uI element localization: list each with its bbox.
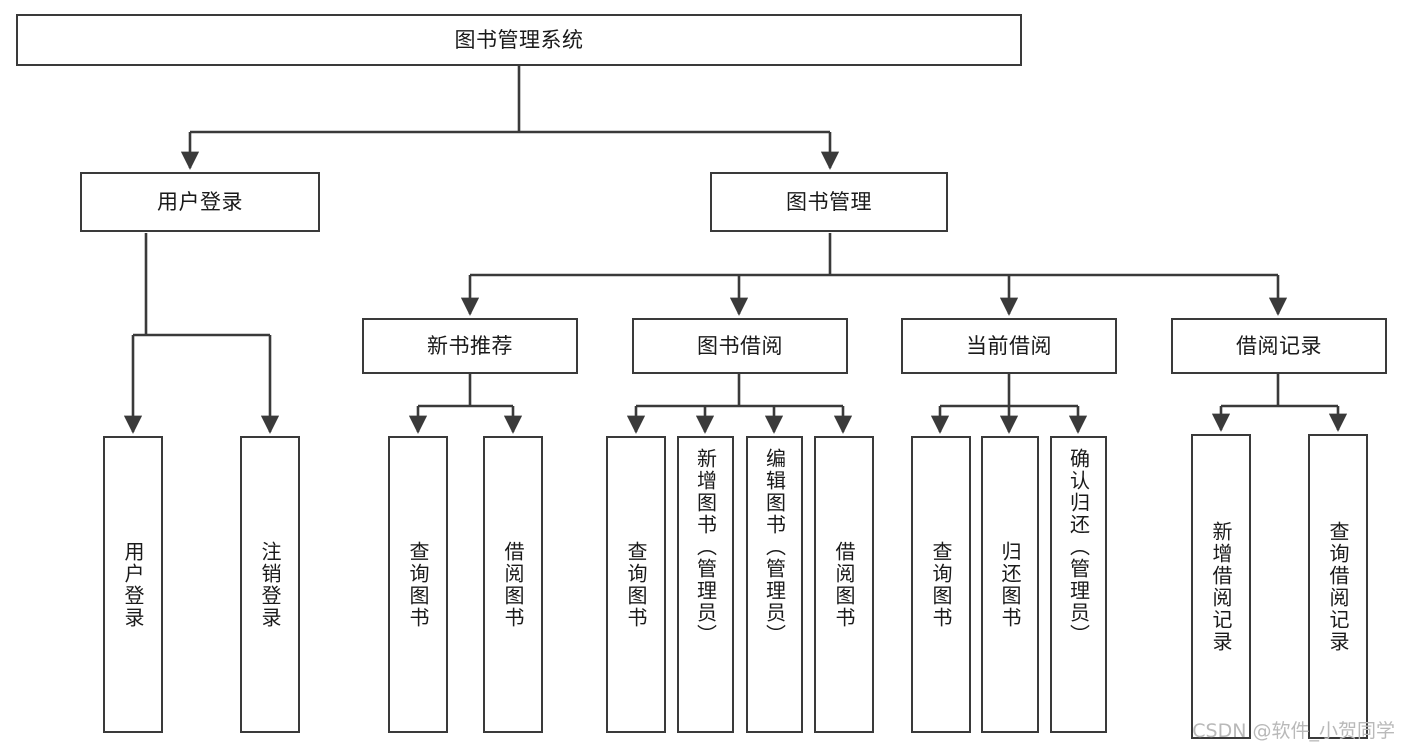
node-leaf-logout[interactable]: 注销登录 [240,436,300,733]
node-leaf-query-book-borrow-label: 查询图书 [624,540,648,629]
node-leaf-edit-book-admin[interactable]: 编辑图书（管理员） [746,436,803,733]
node-user-login[interactable]: 用户登录 [80,172,320,232]
node-root-system[interactable]: 图书管理系统 [16,14,1022,66]
node-current-borrow[interactable]: 当前借阅 [901,318,1117,374]
node-book-management-label: 图书管理 [786,189,872,214]
node-leaf-query-borrow-record-label: 查询借阅记录 [1326,520,1350,653]
node-leaf-query-book-current[interactable]: 查询图书 [911,436,971,733]
node-leaf-confirm-return-admin[interactable]: 确认归还（管理员） [1050,436,1107,733]
node-borrow-record-label: 借阅记录 [1236,333,1322,358]
node-new-book-recommend[interactable]: 新书推荐 [362,318,578,374]
node-leaf-query-book-recommend-label: 查询图书 [406,540,430,629]
node-book-borrow-label: 图书借阅 [697,333,783,358]
node-leaf-add-book-admin-label: 新增图书（管理员） [693,448,718,646]
node-leaf-borrow-book[interactable]: 借阅图书 [814,436,874,733]
node-leaf-logout-label: 注销登录 [258,540,282,629]
node-current-borrow-label: 当前借阅 [966,333,1052,358]
node-leaf-return-book[interactable]: 归还图书 [981,436,1039,733]
node-leaf-borrow-book-label: 借阅图书 [832,540,856,629]
node-book-borrow[interactable]: 图书借阅 [632,318,848,374]
node-leaf-return-book-label: 归还图书 [998,540,1022,629]
node-leaf-edit-book-admin-label: 编辑图书（管理员） [762,448,787,646]
node-leaf-query-borrow-record[interactable]: 查询借阅记录 [1308,434,1368,739]
node-leaf-add-borrow-record[interactable]: 新增借阅记录 [1191,434,1251,739]
node-leaf-confirm-return-admin-label: 确认归还（管理员） [1066,448,1091,646]
csdn-watermark: CSDN @软件_小贺同学 [1192,720,1395,742]
node-new-book-recommend-label: 新书推荐 [427,333,513,358]
node-leaf-add-book-admin[interactable]: 新增图书（管理员） [677,436,734,733]
node-leaf-borrow-book-recommend-label: 借阅图书 [501,540,525,629]
node-leaf-user-login[interactable]: 用户登录 [103,436,163,733]
node-leaf-user-login-label: 用户登录 [121,540,145,629]
node-leaf-add-borrow-record-label: 新增借阅记录 [1209,520,1233,653]
node-root-system-label: 图书管理系统 [454,27,584,52]
node-book-management[interactable]: 图书管理 [710,172,948,232]
node-leaf-query-book-recommend[interactable]: 查询图书 [388,436,448,733]
node-user-login-label: 用户登录 [157,189,243,214]
node-leaf-borrow-book-recommend[interactable]: 借阅图书 [483,436,543,733]
node-borrow-record[interactable]: 借阅记录 [1171,318,1387,374]
node-leaf-query-book-current-label: 查询图书 [929,540,953,629]
node-leaf-query-book-borrow[interactable]: 查询图书 [606,436,666,733]
